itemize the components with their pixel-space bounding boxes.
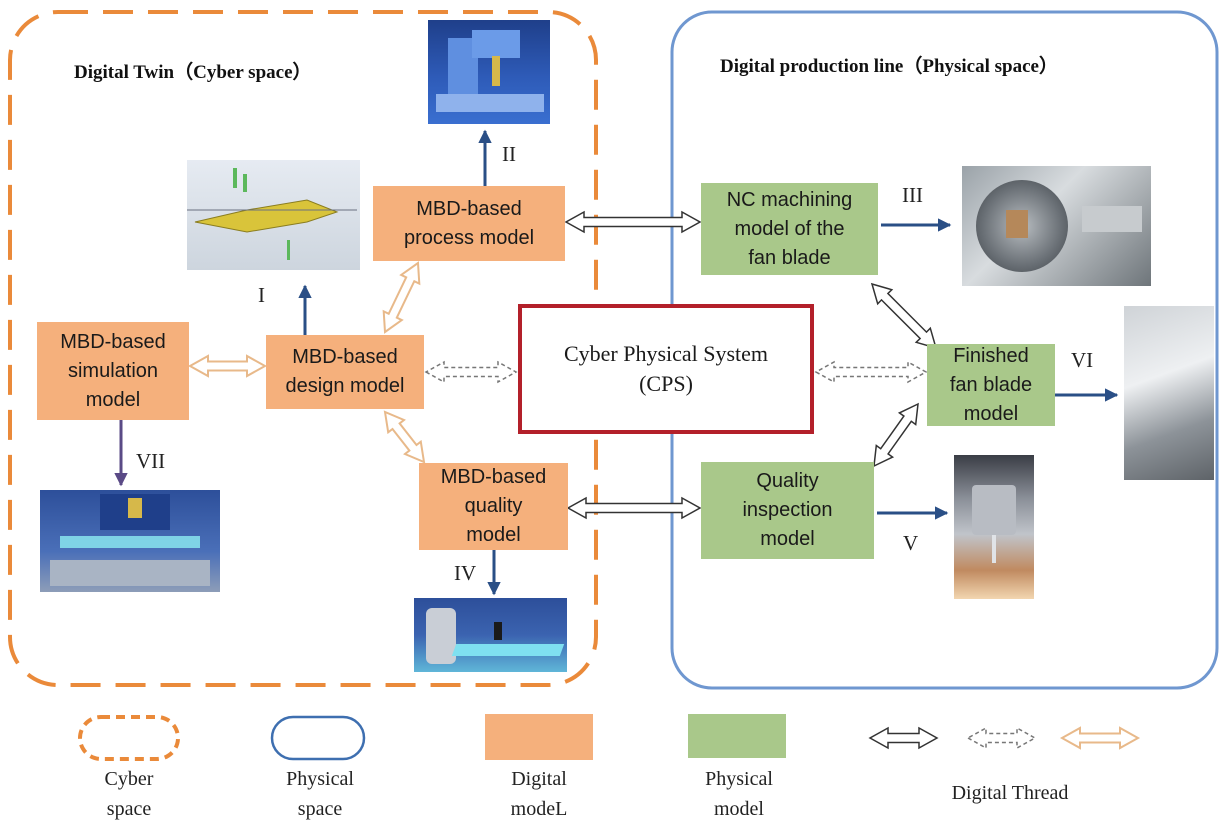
legend-physical-model-swatch (688, 714, 786, 758)
cyber-space-boundary (8, 10, 598, 687)
mbd-quality-model-node: MBD-based quality model (419, 463, 568, 550)
legend-thread-arrows (868, 726, 1141, 750)
legend-physical-model-label: Physical model (705, 768, 773, 820)
cyber-space-title: Digital Twin（Cyber space） (74, 62, 312, 83)
thread-cps-finished (814, 360, 928, 384)
cps-node: Cyber Physical System (CPS) (518, 304, 814, 434)
legend-thread-orange (1059, 726, 1141, 750)
physical-space-title: Digital production line（Physical space） (720, 56, 1058, 77)
thread-quality-inspection (566, 496, 702, 520)
quality-inspection-model-node: Quality inspection model (701, 462, 874, 559)
mbd-process-model-node: MBD-based process model (373, 186, 565, 261)
mbd-design-model-node: MBD-based design model (266, 335, 424, 409)
thread-design-cps (424, 360, 518, 384)
legend-digital-label: Digital modeL (510, 768, 568, 820)
machine-tool-image (428, 20, 550, 124)
label-v: V (903, 531, 919, 555)
design-model-image (187, 160, 360, 270)
quality-model-image (414, 598, 567, 672)
thread-process-nc (564, 210, 702, 234)
mbd-simulation-model-node: MBD-based simulation model (37, 322, 189, 420)
legend-thread-label: Digital Thread (951, 782, 1069, 804)
thread-design-quality (383, 410, 426, 464)
nc-machining-model-node: NC machining model of the fan blade (701, 183, 878, 275)
legend-physical-swatch (270, 715, 366, 761)
thread-nc-finished (870, 282, 938, 350)
legend-digital-swatch (485, 714, 593, 760)
nc-machining-photo (962, 166, 1151, 286)
quality-inspection-photo (954, 455, 1034, 599)
legend-thread-white (868, 726, 939, 750)
legend-physical-label: Physical space (286, 768, 354, 820)
thread-simulation-design (187, 354, 268, 378)
label-iv: IV (454, 561, 477, 585)
legend-cyber-swatch (78, 715, 180, 761)
label-ii: II (502, 142, 516, 166)
label-vii: VII (136, 449, 166, 473)
simulation-image (40, 490, 220, 592)
label-iii: III (902, 183, 923, 207)
label-i: I (258, 283, 265, 307)
thread-design-process (382, 261, 421, 334)
legend-thread-dashed (966, 726, 1037, 750)
thread-finished-inspection (873, 402, 919, 468)
label-vi: VI (1071, 348, 1094, 372)
finished-fan-blade-photo (1124, 306, 1214, 480)
finished-fan-blade-model-node: Finished fan blade model (927, 344, 1055, 426)
digital-thread-arrows (187, 210, 938, 520)
legend-cyber-label: Cyber space (104, 768, 154, 820)
